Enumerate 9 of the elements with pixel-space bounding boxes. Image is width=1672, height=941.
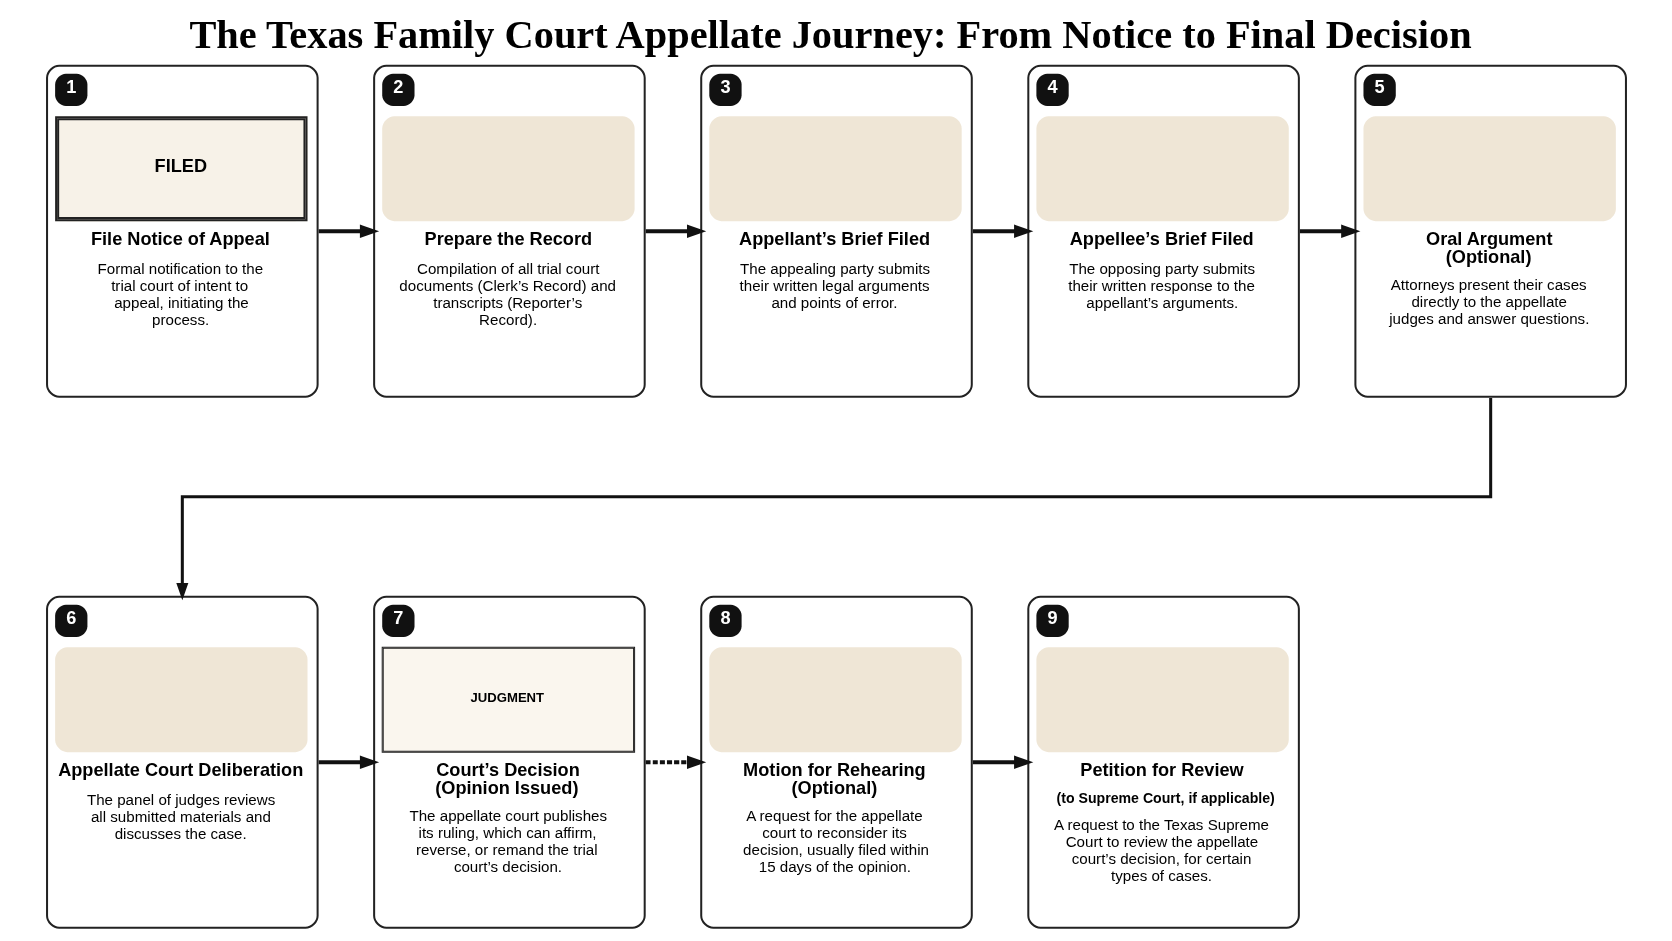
arrow	[645, 224, 706, 238]
arrow	[318, 224, 379, 238]
arrow	[318, 755, 379, 769]
arrow	[1299, 224, 1360, 238]
arrow	[972, 755, 1033, 769]
arrow	[645, 755, 706, 769]
diagram-title: The Texas Family Court Appellate Journey: From Notice to Final Decision	[188, 11, 1472, 57]
arrow	[175, 397, 1492, 601]
arrow	[972, 224, 1033, 238]
